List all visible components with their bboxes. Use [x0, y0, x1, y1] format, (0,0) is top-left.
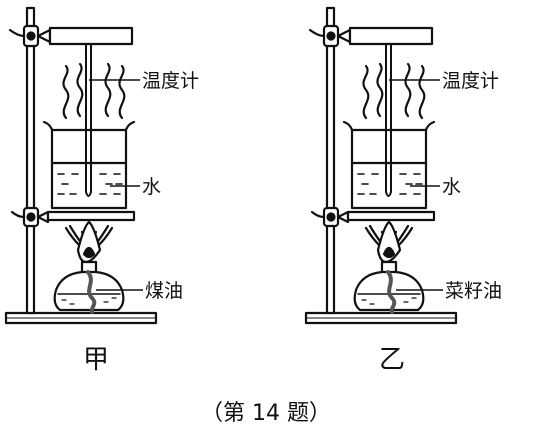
leader-lines-yi	[389, 79, 443, 291]
apparatus-yi: 温度计 水 菜籽油 乙	[304, 6, 502, 375]
water-label-yi: 水	[442, 176, 461, 198]
thermometer-label-jia: 温度计	[142, 70, 199, 92]
apparatus-jia: 温度计 水 煤油 甲	[4, 6, 199, 375]
figure-caption: （第 14 题）	[201, 401, 331, 426]
fuel-label-yi: 菜籽油	[445, 280, 502, 302]
thermometer-label-yi: 温度计	[442, 70, 499, 92]
fuel-label-jia: 煤油	[145, 280, 183, 302]
apparatus-drawing-jia	[4, 6, 158, 325]
setup-name-yi: 乙	[379, 345, 405, 375]
leader-lines-jia	[89, 79, 143, 291]
apparatus-drawing-yi	[304, 6, 458, 325]
setup-name-jia: 甲	[83, 345, 109, 375]
water-label-jia: 水	[142, 176, 161, 198]
